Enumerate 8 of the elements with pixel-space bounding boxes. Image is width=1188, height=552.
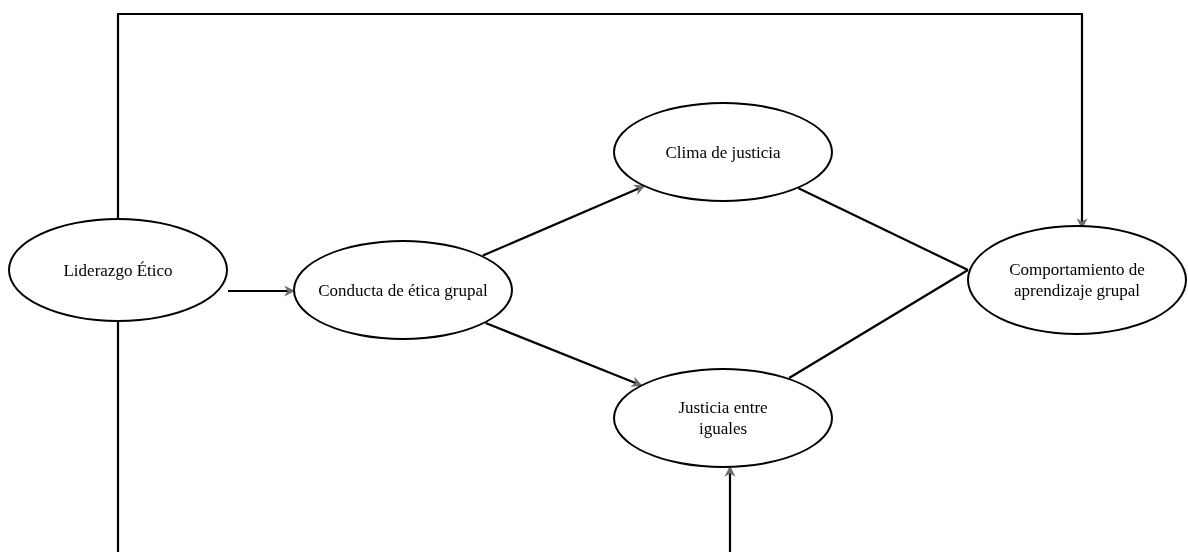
node-label: Comportamiento de aprendizaje grupal xyxy=(1008,259,1146,301)
node-label: Liderazgo Ético xyxy=(63,259,173,281)
arrow xyxy=(485,322,643,387)
node-label: Conducta de ética grupal xyxy=(318,279,488,301)
arrow xyxy=(482,184,646,257)
node-label: Justicia entre iguales xyxy=(677,397,769,439)
arrow xyxy=(116,322,736,552)
node-label: Clima de justicia xyxy=(664,141,782,163)
